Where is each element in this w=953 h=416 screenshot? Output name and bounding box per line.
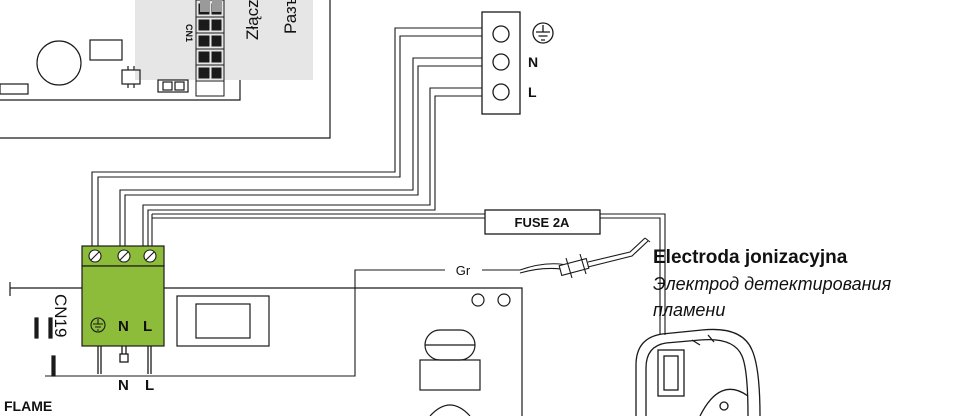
terminal-screw-earth (492, 25, 510, 43)
connector-strip (195, 0, 225, 97)
terminal-screw-l (492, 83, 510, 101)
control-board-outline (0, 0, 331, 139)
relay-box (89, 39, 123, 61)
relay-component (176, 295, 270, 347)
mains-terminal-block (481, 11, 521, 115)
left-component (0, 83, 29, 95)
wires (45, 27, 666, 377)
mains-label-l: L (528, 84, 537, 100)
buzzer-circle (36, 40, 82, 86)
lower-component (419, 359, 481, 391)
cn19-connector (81, 245, 165, 374)
electrode-title-ru-1: Электрод детектирования (653, 274, 892, 294)
panel-text-pl: Złącz (243, 0, 262, 40)
cn1-label: CN1 (184, 24, 194, 42)
electrode-title-pl: Electroda jonizacyjna (653, 247, 848, 268)
fan-window (657, 349, 685, 397)
connector-label-n: N (118, 318, 129, 335)
mains-label-n: N (528, 54, 538, 70)
small-component (121, 69, 141, 85)
hole-1 (471, 293, 485, 307)
panel-text-ru: Разъ (281, 0, 300, 34)
wire-label-gr: Gr (456, 263, 471, 278)
cn19-label: CN19 (51, 294, 70, 337)
fan-motor (635, 328, 761, 416)
dip-block (200, 0, 222, 12)
mini-connector (157, 79, 189, 93)
connector-earth-icon (90, 317, 106, 333)
fuse-label: FUSE 2A (515, 215, 571, 230)
connector-pins (97, 346, 152, 374)
control-board-top (0, 0, 331, 139)
flame-label: FLAME (4, 398, 52, 414)
electrode-title-ru-2: пламени (653, 300, 725, 320)
hole-2 (497, 293, 511, 307)
connector-label-l: L (143, 318, 152, 335)
earth-icon (532, 22, 554, 44)
fuse: FUSE 2A (484, 209, 601, 235)
control-board-bottom (9, 282, 523, 416)
terminal-screw-n (492, 53, 510, 71)
connector-screws (88, 249, 157, 263)
pin-label-l: L (145, 377, 154, 394)
ionization-electrode (519, 237, 651, 279)
pin-label-n: N (118, 377, 129, 394)
